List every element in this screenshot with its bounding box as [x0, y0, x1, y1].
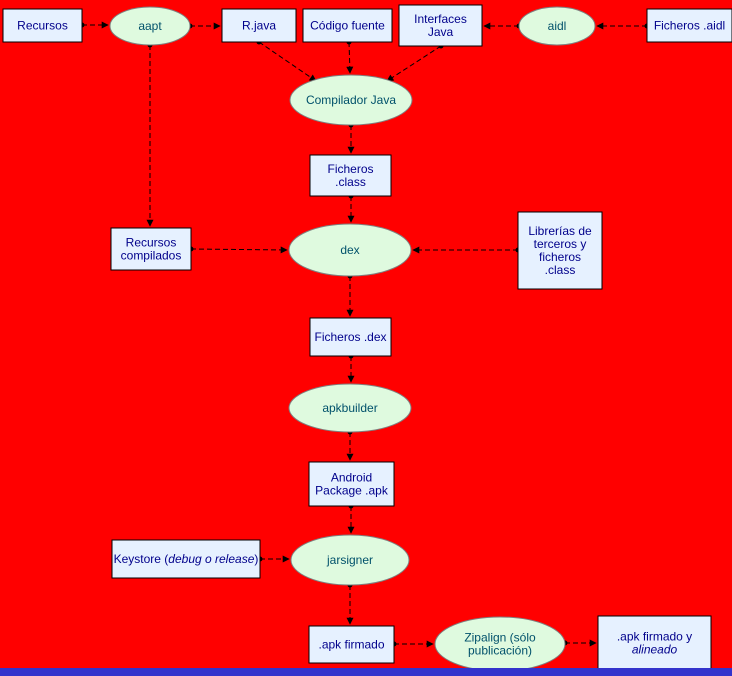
android-package-apk-label: Android	[331, 471, 372, 485]
node-aapt: aapt	[109, 6, 191, 46]
aidl-label: aidl	[548, 19, 567, 33]
node-r-java: R.java	[221, 8, 297, 43]
librerias-terceros-label: ficheros	[539, 250, 581, 264]
r-java-label: R.java	[242, 19, 276, 33]
ficheros-class-label: .class	[335, 175, 366, 189]
node-codigo-fuente: Código fuente	[302, 8, 393, 43]
r-java-box	[221, 8, 297, 43]
apk-firmado-alineado-box	[597, 615, 712, 671]
librerias-terceros-box	[517, 211, 603, 290]
keystore-label: Keystore (debug o release)	[114, 552, 259, 566]
aidl-ellipse	[518, 6, 596, 46]
node-jarsigner: jarsigner	[290, 534, 410, 586]
zipalign-label: publicación)	[468, 644, 532, 658]
node-recursos: Recursos	[2, 8, 83, 43]
jarsigner-ellipse	[290, 534, 410, 586]
node-ficheros-dex: Ficheros .dex	[309, 317, 392, 357]
interfaces-java-label: Java	[428, 25, 454, 39]
ficheros-aidl-box	[646, 8, 732, 43]
android-package-apk-label: Package .apk	[315, 484, 389, 498]
dex-ellipse	[288, 223, 412, 277]
apk-firmado-alineado-label: alineado	[632, 643, 678, 657]
recursos-box	[2, 8, 83, 43]
connector-line	[386, 45, 442, 82]
codigo-fuente-label: Código fuente	[310, 19, 385, 33]
node-aidl: aidl	[518, 6, 596, 46]
ficheros-class-label: Ficheros	[327, 162, 373, 176]
bottom-bar	[0, 668, 732, 676]
apk-firmado-label: .apk firmado	[318, 638, 384, 652]
ficheros-class-box	[309, 154, 392, 197]
compilador-java-label: Compilador Java	[306, 93, 396, 107]
node-apkbuilder: apkbuilder	[288, 383, 412, 433]
aapt-ellipse	[109, 6, 191, 46]
codigo-fuente-box	[302, 8, 393, 43]
jarsigner-label: jarsigner	[326, 553, 373, 567]
recursos-label: Recursos	[17, 19, 68, 33]
apkbuilder-label: apkbuilder	[322, 401, 377, 415]
zipalign-label: Zipalign (sólo	[464, 631, 536, 645]
connector-line	[258, 41, 317, 82]
dex-label: dex	[340, 243, 359, 257]
keystore-box	[111, 539, 261, 579]
recursos-compilados-box	[110, 227, 192, 271]
ficheros-dex-box	[309, 317, 392, 357]
librerias-terceros-label: Librerías de	[528, 224, 592, 238]
recursos-compilados-label: Recursos	[126, 236, 177, 250]
ficheros-dex-label: Ficheros .dex	[314, 330, 386, 344]
node-apk-firmado: .apk firmado	[308, 625, 395, 664]
node-ficheros-class: Ficheros.class	[309, 154, 392, 197]
node-keystore: Keystore (debug o release)	[111, 539, 261, 579]
librerias-terceros-label: terceros y	[534, 237, 587, 251]
node-compilador-java: Compilador Java	[289, 74, 413, 126]
connector-line	[190, 246, 288, 254]
compilador-java-ellipse	[289, 74, 413, 126]
apk-firmado-alineado-label: .apk firmado y	[617, 630, 692, 644]
apkbuilder-ellipse	[288, 383, 412, 433]
interfaces-java-box	[398, 4, 483, 47]
node-layer: Recursos aapt R.java Código fuente Interface…	[2, 4, 732, 672]
connector-line	[346, 41, 354, 74]
android-package-apk-box	[308, 461, 395, 507]
recursos-compilados-label: compilados	[121, 249, 182, 263]
node-ficheros-aidl: Ficheros .aidl	[646, 8, 732, 43]
interfaces-java-label: Interfaces	[414, 12, 467, 26]
apk-firmado-box	[308, 625, 395, 664]
librerias-terceros-label: .class	[545, 263, 576, 277]
node-dex: dex	[288, 223, 412, 277]
ficheros-aidl-label: Ficheros .aidl	[654, 19, 725, 33]
aapt-label: aapt	[138, 19, 162, 33]
